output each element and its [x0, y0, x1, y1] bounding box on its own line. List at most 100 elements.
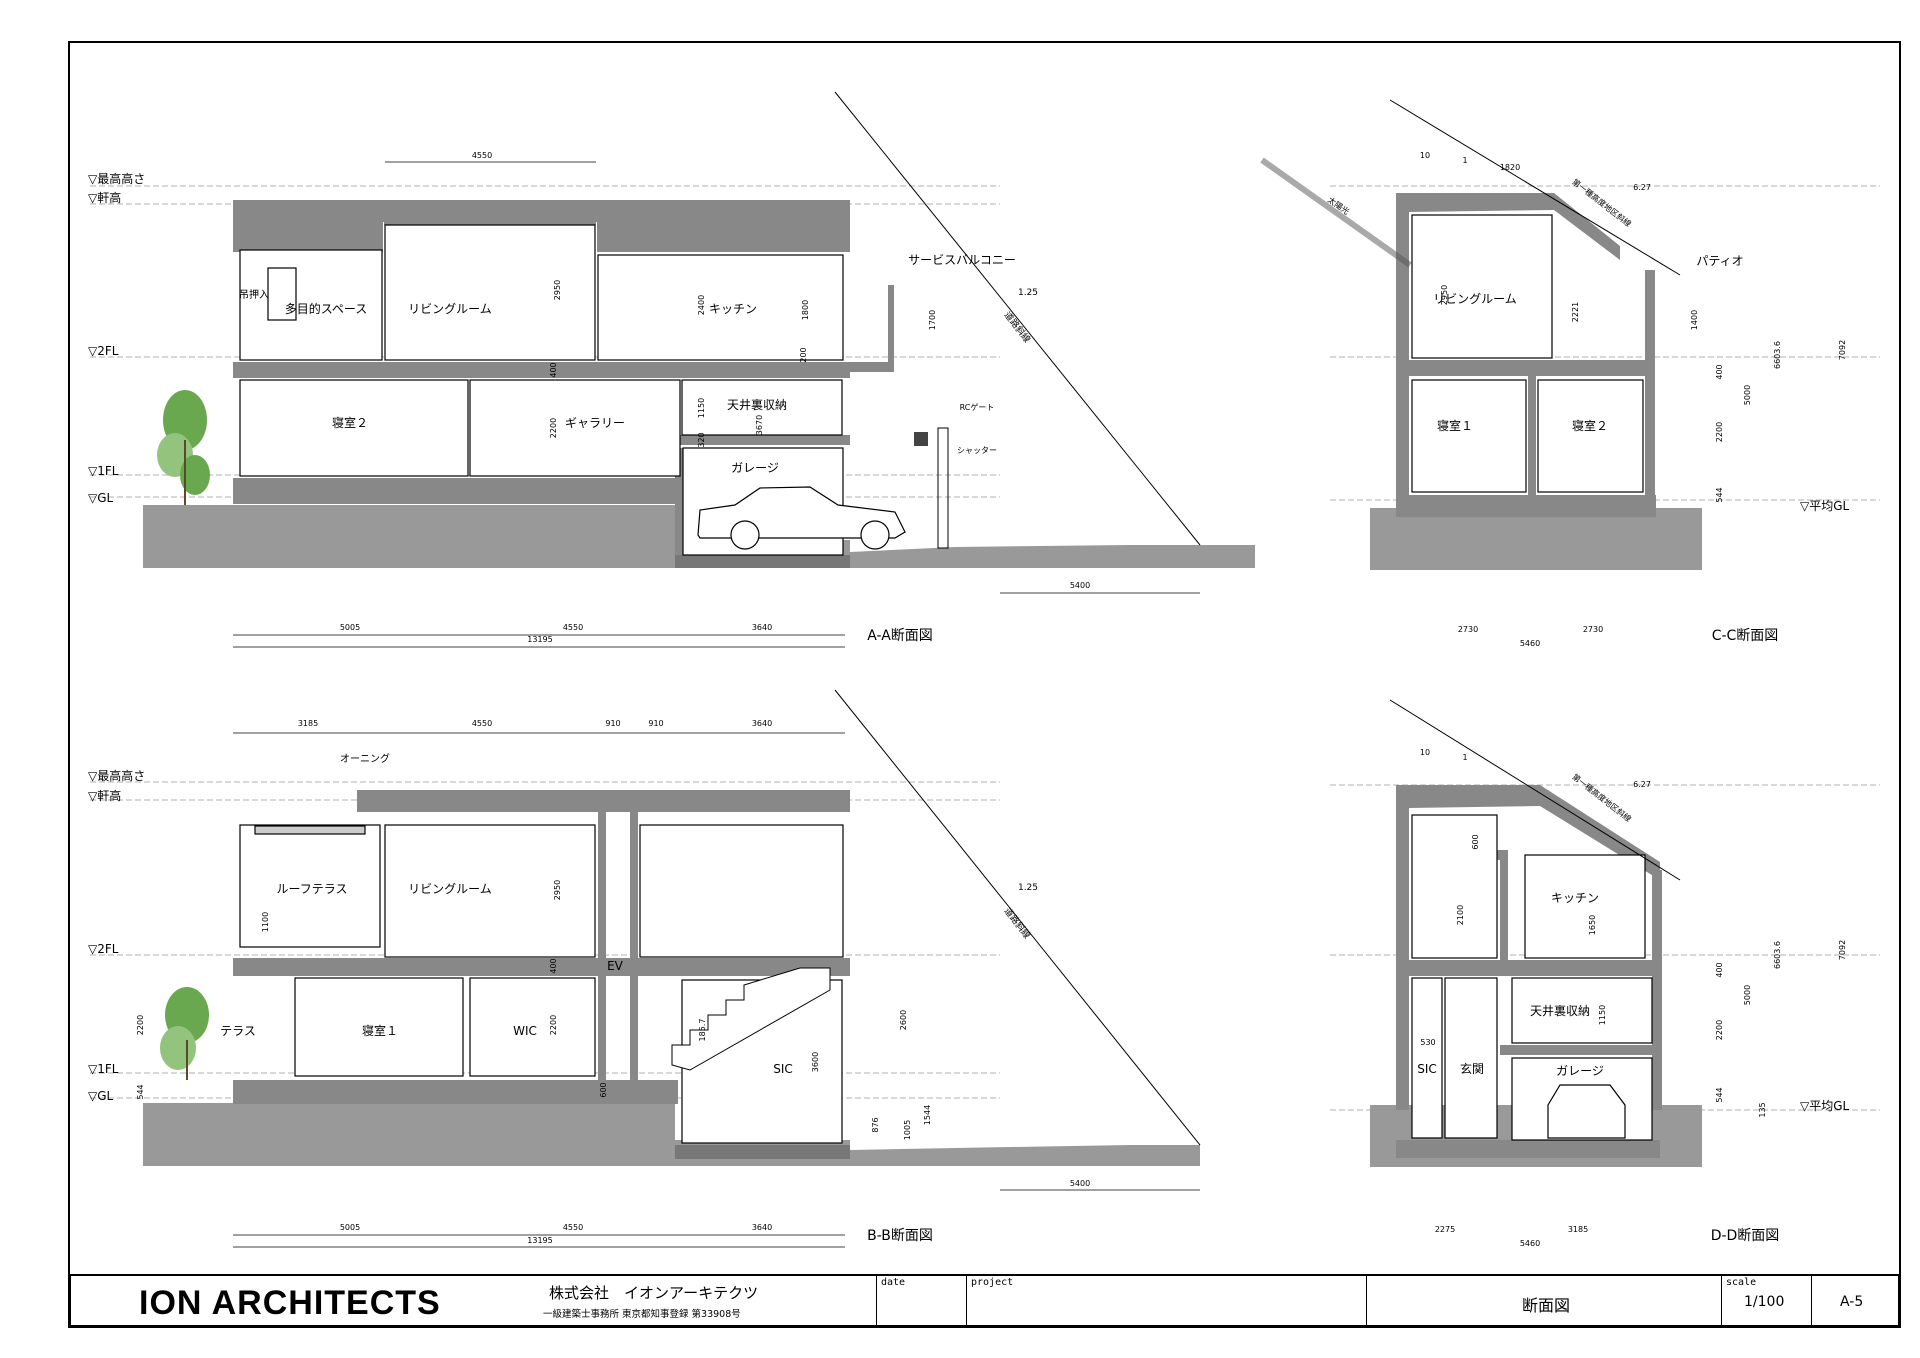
bb-dim-t5: 3640 [752, 719, 772, 728]
aa-dim-h-living: 2950 [553, 280, 562, 300]
dd-room-garage: ガレージ [1556, 1064, 1604, 1078]
aa-room-bedroom2: 寝室２ [332, 415, 368, 430]
dd-dim-h135: 135 [1758, 1102, 1767, 1117]
bb-level-gl: ▽GL [88, 1089, 114, 1103]
company-name: 株式会社 イオンアーキテクツ [549, 1284, 759, 1302]
bb-dim-h2600: 2600 [899, 1010, 908, 1030]
aa-dim-top: 4550 [472, 151, 492, 160]
cc-title: C-C断面図 [1712, 628, 1779, 644]
bb-dim-t1: 3185 [298, 719, 318, 728]
bb-dim-b1: 5005 [340, 1223, 360, 1232]
dd-dim-h544: 544 [1715, 1087, 1724, 1102]
aa-note-rcgate: RCゲート [960, 402, 995, 412]
cc-ratio-c: 6.27 [1633, 183, 1651, 192]
cc-roof [1396, 193, 1620, 260]
cc-dim-top: 1820 [1500, 163, 1520, 172]
dd-dim-h2100: 2100 [1456, 905, 1465, 925]
dd-ratio-b: 1 [1462, 753, 1467, 762]
aa-slope: 1.25 [1018, 288, 1038, 298]
cc-ratio-b: 1 [1462, 156, 1467, 165]
sheet-border [68, 41, 1901, 1328]
aa-car [697, 486, 906, 550]
bb-dim-road: 5400 [1070, 1179, 1090, 1188]
aa-roof-slab [233, 200, 850, 222]
bb-dim-h544: 544 [136, 1084, 145, 1099]
company-registration: 一級建築士事務所 東京都知事登録 第33908号 [543, 1309, 741, 1320]
bb-dim-h400: 400 [549, 958, 558, 973]
dd-dim-total: 5460 [1520, 1239, 1540, 1248]
section-aa: ▽最高高さ ▽軒高 ▽2FL ▽1FL ▽GL [88, 91, 1255, 648]
aa-dim-h-k2: 1800 [801, 300, 810, 320]
sheet-number-cell: A-5 [1811, 1276, 1900, 1325]
dd-dim-h1650: 1650 [1588, 915, 1597, 935]
project-cell: project [966, 1276, 1366, 1325]
aa-dim-b2: 4550 [563, 623, 583, 632]
aa-note-shutter: シャッター [957, 446, 997, 455]
section-cc: リビングルーム 寝室１ 寝室２ パティオ 太陽光 第一種高度地区斜線 10 1 … [1260, 99, 1880, 648]
dd-car [1547, 1084, 1626, 1139]
bb-level-max: ▽最高高さ [88, 768, 145, 783]
aa-level-gl: ▽GL [88, 491, 114, 505]
dd-ratio-a: 10 [1420, 748, 1430, 757]
cc-dim-h544: 544 [1715, 487, 1724, 502]
aa-road-line: 道路斜線 [1002, 309, 1034, 345]
cc-patio: パティオ [1696, 254, 1743, 268]
dd-level-avg-gl: ▽平均GL [1800, 1099, 1850, 1113]
aa-note-balcony: サービスバルコニー [908, 253, 1016, 267]
bb-room-wic: WIC [513, 1024, 537, 1038]
cc-dim-b2: 2730 [1583, 625, 1603, 634]
aa-room-multipurpose: 多目的スペース [285, 301, 368, 316]
bb-dim-h2200: 2200 [549, 1015, 558, 1035]
scale-cell: scale 1/100 [1721, 1276, 1811, 1325]
section-bb: ▽最高高さ ▽軒高 ▽2FL ▽1FL ▽GL [88, 689, 1201, 1248]
aa-room-kitchen: キッチン [709, 302, 757, 316]
bb-dim-h600: 600 [599, 1082, 608, 1097]
bb-room-sic: SIC [773, 1062, 793, 1076]
aa-room-living: リビングルーム [408, 302, 492, 316]
bb-dim-h3600: 3600 [811, 1052, 820, 1072]
dd-room-attic: 天井裏収納 [1530, 1003, 1590, 1018]
dd-dim-h600: 600 [1471, 834, 1480, 849]
bb-dim-h1100: 1100 [261, 912, 270, 932]
bb-road-line: 道路斜線 [1002, 905, 1034, 941]
aa-tree [157, 390, 210, 505]
aa-dim-h-kitchen: 2400 [697, 295, 706, 315]
aa-dim-road: 5400 [1070, 581, 1090, 590]
bb-tree [160, 987, 209, 1080]
cc-dim-h2200: 2200 [1715, 422, 1724, 442]
dd-title: D-D断面図 [1711, 1228, 1780, 1244]
dd-dim-h7092: 7092 [1838, 940, 1847, 960]
aa-dim-b1: 5005 [340, 623, 360, 632]
cc-room-living: リビングルーム [1433, 292, 1517, 306]
aa-dim-h-200: 200 [799, 347, 808, 362]
cc-dim-h2221: 2221 [1571, 302, 1580, 322]
bb-level-1fl: ▽1FL [88, 1062, 119, 1076]
aa-level-eaves: ▽軒高 [88, 190, 121, 205]
aa-dim-h-attic: 1150 [697, 398, 706, 418]
bb-dim-t2: 4550 [472, 719, 492, 728]
aa-dim-h-garage: 3670 [755, 415, 764, 435]
date-label: date [881, 1277, 906, 1288]
bb-dim-h876: 876 [871, 1117, 880, 1132]
section-dd: キッチン 天井裏収納 SIC 玄関 ガレージ 第一種高度地区斜線 10 1 6.… [1330, 699, 1880, 1248]
bb-note-awning: オーニング [340, 752, 390, 765]
bb-room-roof-terrace: ルーフテラス [276, 882, 347, 896]
aa-level-2fl: ▽2FL [88, 344, 119, 358]
firm-logo-text: ION ARCHITECTS [139, 1284, 441, 1322]
bb-dim-h185: 185.7 [698, 1019, 707, 1042]
bb-dim-h2950: 2950 [553, 880, 562, 900]
cc-room-bedroom2: 寝室２ [1572, 418, 1608, 433]
cc-dim-total: 5460 [1520, 639, 1540, 648]
bb-dim-b2: 4550 [563, 1223, 583, 1232]
aa-ground [143, 505, 675, 568]
cc-room-bedroom1: 寝室１ [1437, 418, 1473, 433]
bb-room-terrace: テラス [220, 1024, 256, 1038]
cc-ratio-a: 10 [1420, 151, 1430, 160]
aa-room-gallery: ギャラリー [565, 416, 625, 430]
dd-room-sic: SIC [1417, 1062, 1437, 1076]
aa-room-garage: ガレージ [731, 461, 779, 475]
cc-dim-h1400: 1400 [1690, 310, 1699, 330]
cc-level-avg-gl: ▽平均GL [1800, 499, 1850, 513]
dd-dim-h6603: 6603.6 [1773, 941, 1782, 969]
